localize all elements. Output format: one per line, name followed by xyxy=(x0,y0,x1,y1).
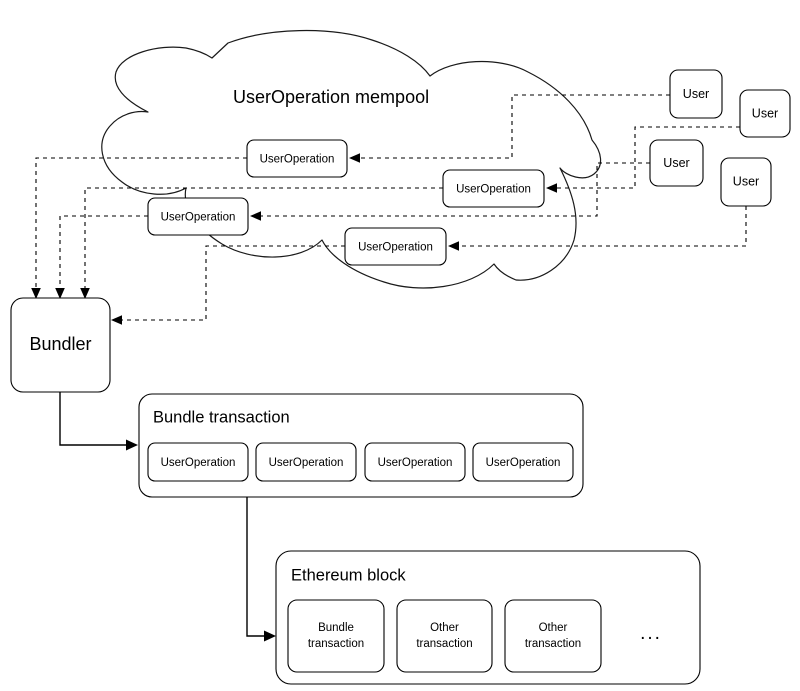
edge-userop3-to-bundler xyxy=(59,215,148,290)
edge-bundler-to-bundle-transaction xyxy=(59,392,128,446)
ethereum-block-container[interactable]: Ethereum block Bundle transaction Other … xyxy=(275,550,701,685)
user-node-4[interactable]: User xyxy=(720,157,772,207)
bundle-transaction-title: Bundle transaction xyxy=(153,408,290,426)
bundle-userop-1-box xyxy=(147,442,249,482)
block-tx-1[interactable]: Bundle transaction xyxy=(287,599,385,673)
user-node-4-box xyxy=(720,157,772,207)
mempool-userop-2-label: UserOperation xyxy=(456,184,531,196)
mempool-userop-1-label: UserOperation xyxy=(260,154,335,166)
bundle-userop-2[interactable]: UserOperation xyxy=(255,442,357,482)
mempool-userop-2[interactable]: UserOperation xyxy=(442,169,545,208)
user-node-4-label: User xyxy=(733,174,759,188)
arrowhead-user2-to-userop2 xyxy=(546,183,557,193)
bundle-transaction-box xyxy=(138,393,584,498)
edge-userop2-to-bundler xyxy=(84,187,443,290)
mempool-userop-4-box xyxy=(344,227,447,266)
bundler-node[interactable]: Bundler xyxy=(10,297,111,393)
block-tx-2[interactable]: Other transaction xyxy=(396,599,493,673)
arrowhead-userop3-to-bundler xyxy=(55,288,65,299)
arrowhead-userop4-to-bundler xyxy=(111,315,122,325)
bundle-userop-3-box xyxy=(364,442,466,482)
edge-userop4-to-bundler xyxy=(120,245,345,321)
bundle-userop-1[interactable]: UserOperation xyxy=(147,442,249,482)
arrowhead-user4-to-userop4 xyxy=(448,241,459,251)
user-node-2-box xyxy=(739,89,791,138)
block-tx-3[interactable]: Other transaction xyxy=(504,599,602,673)
block-tx-3-box xyxy=(504,599,602,673)
mempool-userop-4-label: UserOperation xyxy=(358,242,433,254)
mempool-userop-1-box xyxy=(246,139,348,178)
bundler-label: Bundler xyxy=(29,334,91,354)
user-node-3-box xyxy=(649,139,704,187)
mempool-title: UserOperation mempool xyxy=(233,87,429,107)
mempool-userop-3[interactable]: UserOperation xyxy=(147,197,249,236)
mempool-userop-4[interactable]: UserOperation xyxy=(344,227,447,266)
arrowhead-user3-to-userop3 xyxy=(250,211,261,221)
user-node-3-label: User xyxy=(663,156,689,170)
block-tx-2-box xyxy=(396,599,493,673)
arrowhead-bundle-transaction-to-block xyxy=(264,630,276,642)
block-tx-2-line2: transaction xyxy=(416,638,472,650)
user-node-1-label: User xyxy=(683,87,709,101)
mempool-userop-3-box xyxy=(147,197,249,236)
arrowhead-userop2-to-bundler xyxy=(80,288,90,299)
ethereum-block-title: Ethereum block xyxy=(291,566,406,584)
mempool-userop-3-label: UserOperation xyxy=(161,212,236,224)
user-node-2-label: User xyxy=(752,106,778,120)
edge-bundle-transaction-to-block xyxy=(246,497,266,637)
edge-user4-to-userop4 xyxy=(456,206,747,247)
bundle-userop-3-label: UserOperation xyxy=(378,457,453,469)
block-tx-1-box xyxy=(287,599,385,673)
user-node-3[interactable]: User xyxy=(649,139,704,187)
block-tx-3-line2: transaction xyxy=(525,638,581,650)
user-node-1[interactable]: User xyxy=(669,69,723,119)
edge-user3-to-userop3 xyxy=(258,162,650,217)
arrowhead-userop1-to-bundler xyxy=(31,288,41,299)
bundle-userop-2-label: UserOperation xyxy=(269,457,344,469)
block-tx-1-line2: transaction xyxy=(308,638,364,650)
bundle-userop-2-box xyxy=(255,442,357,482)
block-tx-2-line1: Other xyxy=(430,622,459,634)
user-node-2[interactable]: User xyxy=(739,89,791,138)
bundle-userop-3[interactable]: UserOperation xyxy=(364,442,466,482)
arrowhead-bundler-to-bundle-transaction xyxy=(126,439,138,451)
block-tx-1-line1: Bundle xyxy=(318,622,354,634)
block-more-transactions-ellipsis: ... xyxy=(640,623,662,644)
edge-user1-to-userop1 xyxy=(357,94,670,159)
bundle-userop-1-label: UserOperation xyxy=(161,457,236,469)
bundle-userop-4-label: UserOperation xyxy=(486,457,561,469)
block-tx-3-line1: Other xyxy=(539,622,568,634)
bundle-transaction-container[interactable]: Bundle transaction UserOperation UserOpe… xyxy=(138,393,584,498)
mempool-userop-2-box xyxy=(442,169,545,208)
mempool-userop-1[interactable]: UserOperation xyxy=(246,139,348,178)
bundle-userop-4[interactable]: UserOperation xyxy=(472,442,574,482)
arrowhead-user1-to-userop1 xyxy=(349,153,360,163)
bundle-userop-4-box xyxy=(472,442,574,482)
user-node-1-box xyxy=(669,69,723,119)
edge-userop1-to-bundler xyxy=(35,157,247,290)
